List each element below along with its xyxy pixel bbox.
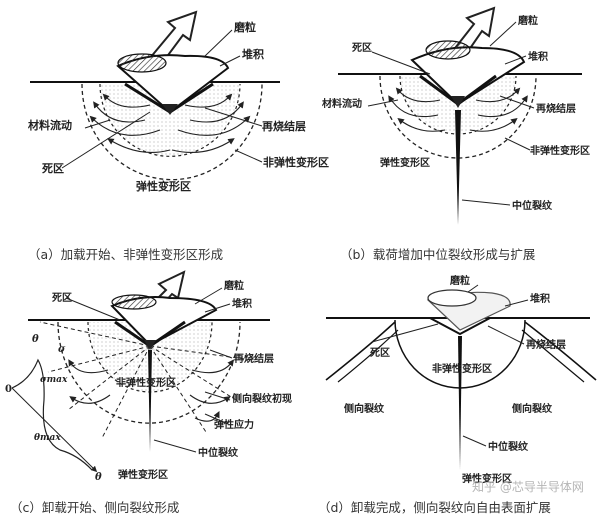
abrasive-hatched-region (117, 53, 167, 73)
material-flow-arrows (388, 87, 528, 132)
label-lateral-crack-right: 侧向裂纹 (512, 402, 553, 415)
label-inelastic-zone: 非弹性变形区 (263, 155, 329, 169)
lateral-crack-arrows (68, 359, 234, 422)
label-dead-zone: 死区 (370, 347, 390, 359)
label-elastic-zone: 弹性变形区 (136, 179, 191, 193)
elastic-zone-boundary (81, 83, 263, 181)
caption-d: （d）卸载完成，侧向裂纹向自由表面扩展 (318, 500, 551, 515)
label-theta-top: θ (32, 334, 39, 345)
lateral-crack-left (325, 321, 396, 381)
label-dead-zone: 死区 (52, 292, 72, 304)
abrasive-hatched-region (111, 294, 157, 310)
label-lateral-crack-init: 侧向裂纹初现 (232, 392, 292, 405)
label-elastic-zone: 弹性变形区 (462, 472, 512, 485)
label-burn-layer: 再烧结层 (536, 102, 576, 115)
label-median-crack: 中位裂纹 (512, 199, 553, 212)
label-burn-layer: 再烧结层 (262, 119, 306, 133)
abrasive-outline (427, 289, 477, 307)
label-inelastic-zone: 非弹性变形区 (116, 376, 176, 389)
median-crack (458, 336, 462, 470)
material-flow-arrows (89, 93, 251, 153)
lateral-crack-right (524, 321, 597, 381)
label-elastic-stress: 弹性应力 (214, 418, 254, 431)
label-sigma-max: σmax (40, 375, 68, 385)
label-material-flow: 材料流动 (322, 97, 362, 110)
caption-a: （a）加载开始、非弹性变形区形成 (28, 247, 224, 262)
median-crack (455, 110, 461, 225)
label-elastic-zone: 弹性变形区 (380, 156, 430, 169)
label-burn-layer: 再烧结层 (234, 352, 274, 365)
label-median-crack: 中位裂纹 (198, 446, 239, 459)
label-elastic-zone: 弹性变形区 (118, 468, 168, 481)
stress-curve (11, 358, 93, 471)
label-pileup: 堆积 (242, 47, 264, 61)
caption-b: （b）载荷增加中位裂纹形成与扩展 (340, 247, 536, 262)
label-sigma: σ (58, 344, 66, 355)
median-crack (148, 350, 152, 452)
label-abrasive: 磨粒 (449, 274, 470, 287)
label-pileup: 堆积 (528, 50, 548, 63)
label-abrasive: 磨粒 (223, 279, 244, 292)
label-inelastic-zone: 非弹性变形区 (530, 144, 590, 157)
label-pileup: 堆积 (530, 292, 550, 305)
label-dead-zone: 死区 (42, 162, 64, 175)
label-median-crack: 中位裂纹 (488, 440, 529, 453)
label-abrasive: 磨粒 (233, 20, 256, 34)
elastic-zone-boundary (379, 75, 537, 159)
label-material-flow: 材料流动 (28, 118, 72, 132)
abrasive-hatched-region (425, 40, 471, 60)
label-theta-max: θmax (34, 433, 61, 443)
panel-b: 磨粒 死区 堆积 材料流动 再烧结层 非弹性变形区 弹性变形区 中位裂纹 (322, 6, 590, 225)
elastic-zone-boundary (57, 321, 241, 424)
label-burn-layer: 再烧结层 (526, 338, 566, 351)
label-inelastic-zone: 非弹性变形区 (432, 362, 492, 375)
label-origin: 0 (5, 384, 12, 395)
panel-a: 磨粒 堆积 材料流动 再烧结层 死区 非弹性变形区 弹性变形区 (28, 10, 329, 193)
label-abrasive: 磨粒 (517, 14, 538, 27)
label-pileup: 堆积 (232, 297, 252, 310)
label-axis-theta: θ (95, 472, 102, 483)
panel-d: 磨粒 堆积 死区 再烧结层 非弹性变形区 侧向裂纹 侧向裂纹 中位裂纹 弹性变形… (325, 274, 597, 485)
watermark: 知乎 @芯导半导体网 (472, 480, 584, 494)
label-lateral-crack-left: 侧向裂纹 (344, 402, 385, 415)
label-dead-zone: 死区 (352, 42, 372, 54)
panel-c: 磨粒 死区 堆积 再烧结层 非弹性变形区 侧向裂纹初现 弹性应力 中位裂纹 弹性… (5, 270, 292, 483)
caption-c: （c）卸载开始、侧向裂纹形成 (10, 500, 180, 515)
radial-stress-lines (39, 321, 253, 439)
